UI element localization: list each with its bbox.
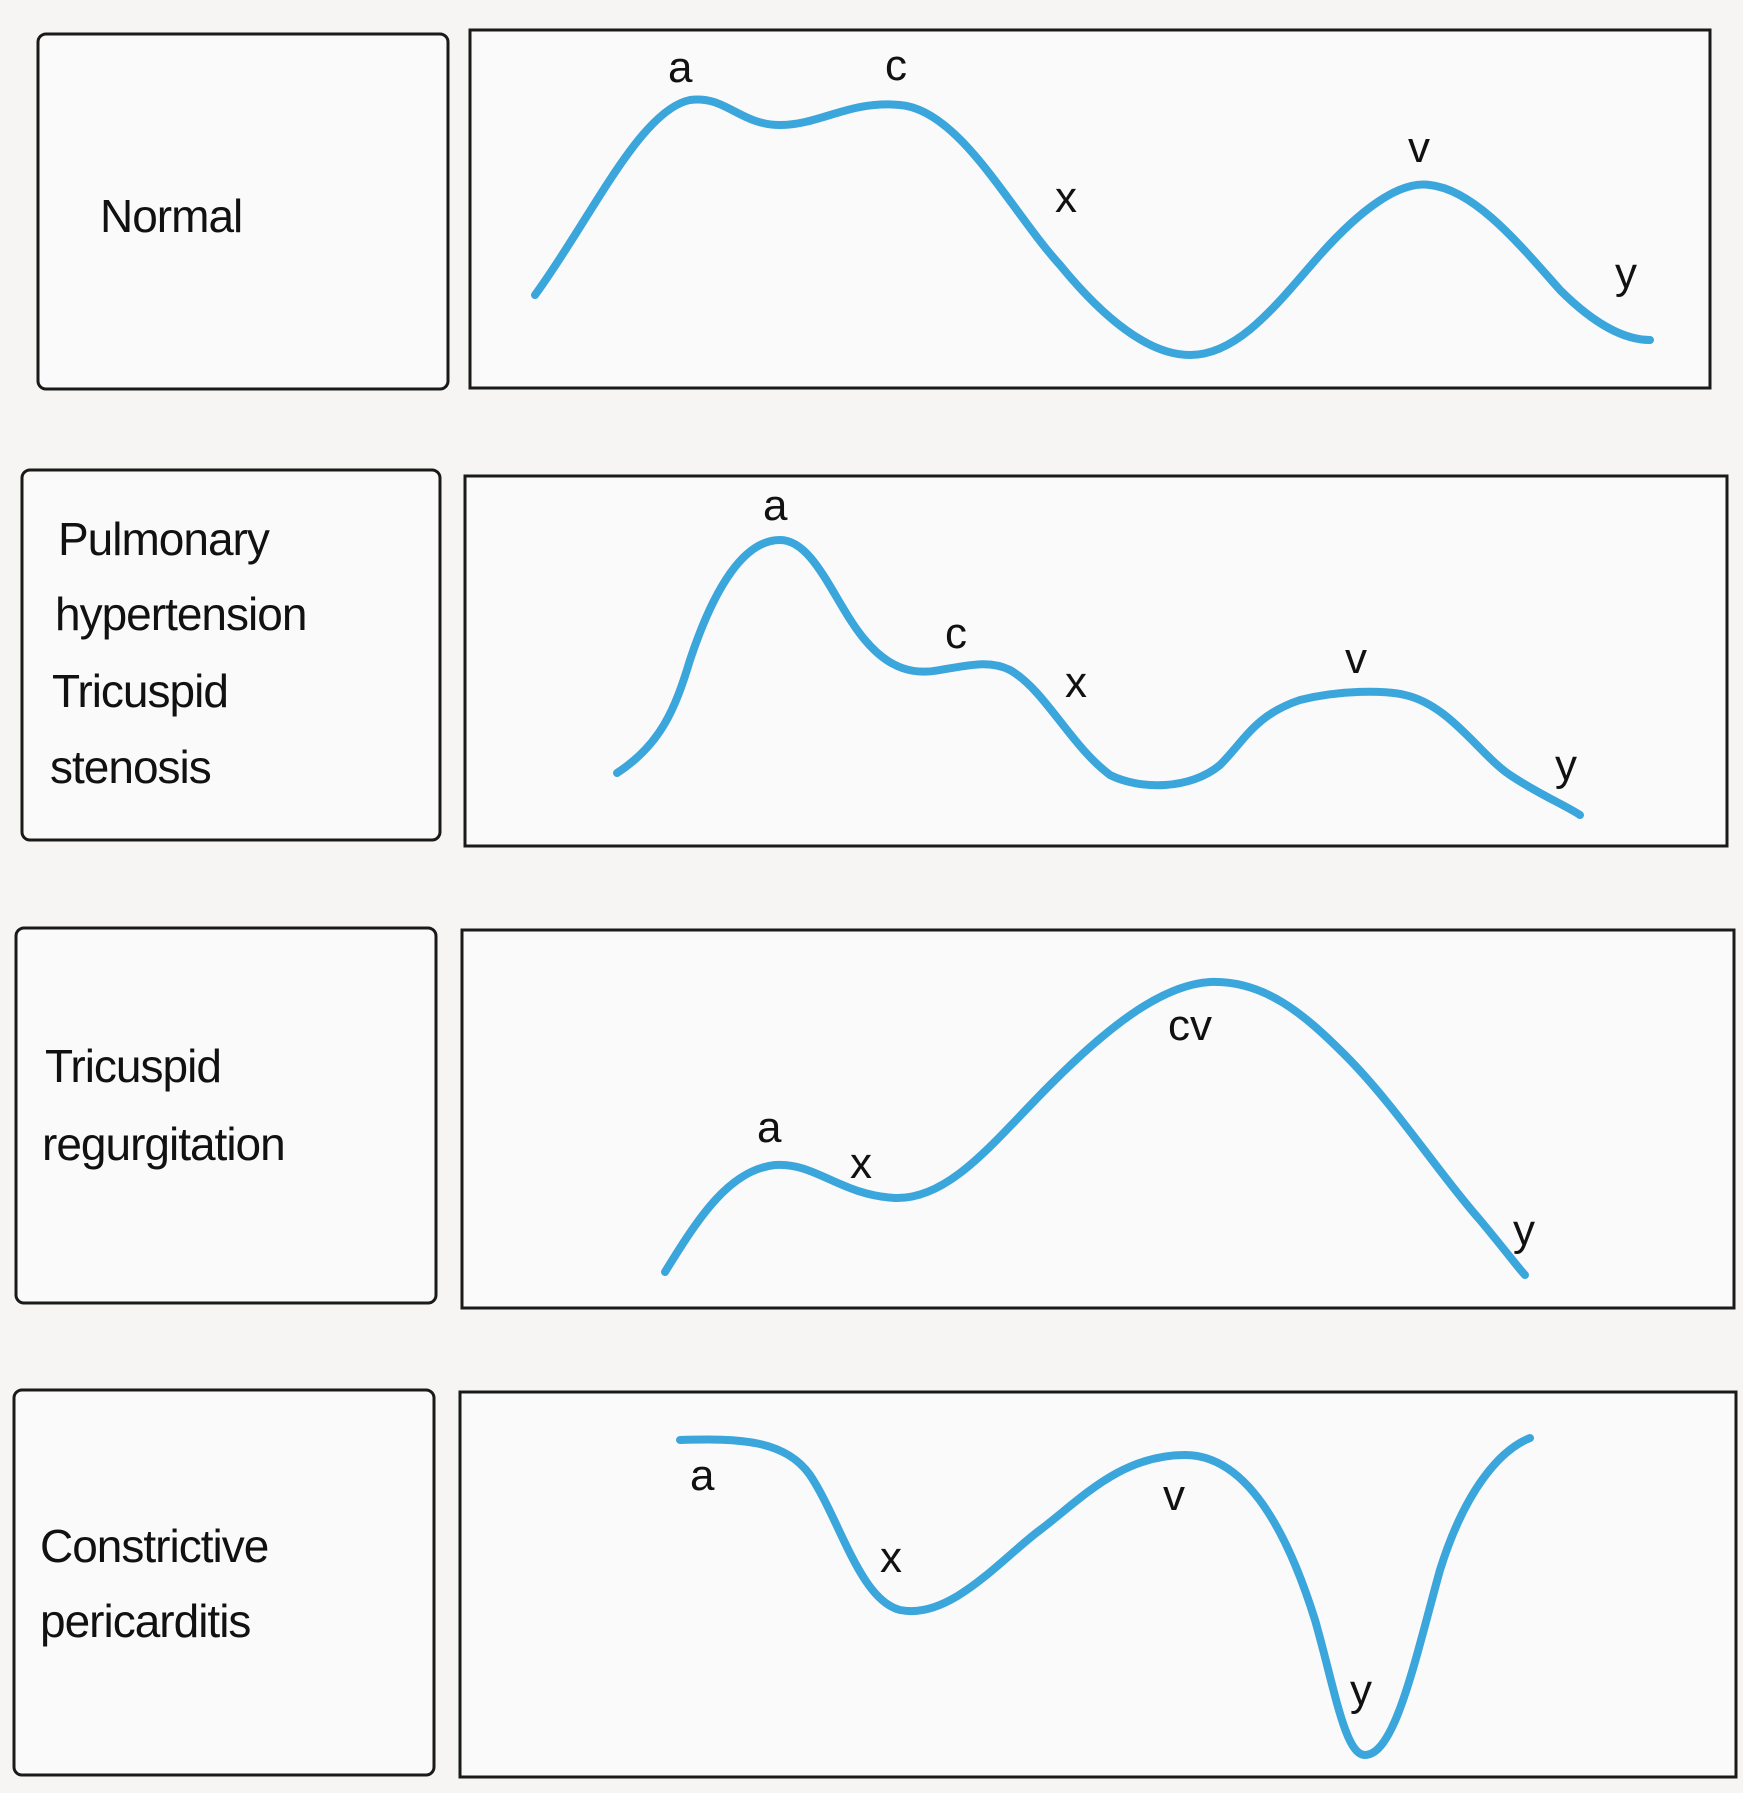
- waveform-box-pulmonary-hypertension: [463, 474, 1729, 848]
- panel-pulmonary-hypertension-tricuspid-stenosis: Pulmonary hypertension Tricuspid stenosi…: [20, 468, 1729, 848]
- wave-label-y: y: [1615, 249, 1637, 298]
- condition-label-normal: Normal: [100, 190, 242, 242]
- condition-label-constrictive-pericarditis: Constrictive pericarditis: [40, 1520, 280, 1647]
- condition-label-tricuspid-regurgitation: Tricuspid regurgitation: [42, 1040, 285, 1170]
- waveform-box-constrictive-pericarditis: [458, 1390, 1738, 1779]
- condition-box-tricuspid-regurgitation: [14, 926, 438, 1305]
- panel-tricuspid-regurgitation: Tricuspid regurgitation a x cv y: [14, 926, 1736, 1310]
- waveform-tricuspid-regurgitation: [661, 977, 1529, 1279]
- wave-label-y: y: [1350, 1666, 1372, 1715]
- wave-label-y: y: [1555, 741, 1577, 790]
- waveform-pulmonary-hypertension: [613, 536, 1584, 819]
- waveform-box-tricuspid-regurgitation: [460, 928, 1736, 1310]
- condition-label-pulmonary-hypertension: Pulmonary hypertension Tricuspid stenosi…: [50, 513, 318, 793]
- wave-label-x: x: [1055, 173, 1077, 222]
- wave-label-a: a: [757, 1103, 782, 1152]
- condition-box-pulmonary-hypertension: [20, 468, 442, 842]
- waveform-normal: [531, 95, 1654, 359]
- wave-label-c: c: [885, 41, 907, 90]
- wave-label-a: a: [690, 1451, 715, 1500]
- panel-constrictive-pericarditis: Constrictive pericarditis a x v y: [12, 1388, 1738, 1779]
- wave-label-x: x: [850, 1139, 872, 1188]
- condition-box-constrictive-pericarditis: [12, 1388, 436, 1777]
- wave-label-y: y: [1513, 1206, 1535, 1255]
- waveform-box-normal: [468, 28, 1712, 390]
- condition-box-normal: [36, 32, 450, 391]
- waveform-constrictive-pericarditis: [676, 1434, 1534, 1759]
- wave-label-x: x: [1065, 658, 1087, 707]
- wave-label-x: x: [880, 1533, 902, 1582]
- wave-label-c: c: [945, 609, 967, 658]
- wave-label-a: a: [763, 481, 788, 530]
- wave-label-v: v: [1163, 1471, 1185, 1520]
- wave-label-a: a: [668, 43, 693, 92]
- wave-label-cv: cv: [1168, 1001, 1212, 1050]
- panel-normal: Normal a c x v y: [36, 28, 1712, 391]
- wave-label-v: v: [1345, 634, 1367, 683]
- wave-label-v: v: [1408, 123, 1430, 172]
